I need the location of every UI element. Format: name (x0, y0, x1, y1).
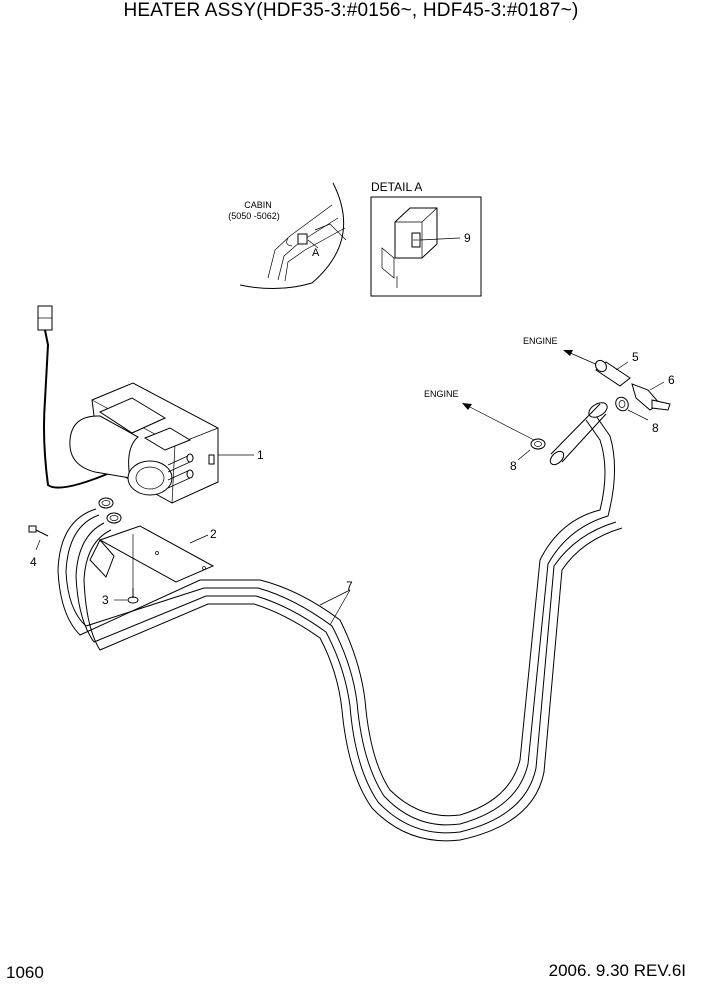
hose-inner (75, 521, 617, 834)
heater-pipe-stubs (167, 454, 191, 489)
heater-blower-left (69, 415, 139, 479)
callout-8-upper: 8 (652, 421, 659, 435)
cabin-frame-line (314, 223, 347, 241)
detail-pointer (307, 239, 319, 249)
cabin-frame-line (267, 204, 333, 279)
bolt-icon (28, 525, 37, 533)
heater-fan-cover (143, 427, 192, 451)
arrow-head-icon (462, 403, 472, 410)
callout-2: 2 (210, 527, 217, 541)
callout-7: 7 (346, 579, 353, 593)
bolt-3: 3 (102, 588, 139, 607)
detail-marker: A (312, 247, 320, 259)
leader-line-5 (615, 361, 629, 371)
engine-arrow (465, 404, 535, 441)
bracket-plate (98, 525, 215, 583)
engine-direction-lower: ENGINE 8 (424, 389, 546, 473)
detail-a-inset: DETAIL A 9 (370, 180, 482, 297)
valve-handle (651, 399, 671, 411)
hose-end (588, 402, 608, 418)
callout-5: 5 (632, 350, 639, 364)
leader-line-8 (627, 409, 649, 421)
hose-segment (550, 403, 607, 463)
wire-harness (37, 305, 113, 489)
switch-panel-edge (395, 207, 438, 258)
leader-line-2 (189, 534, 209, 544)
hose-inner (83, 527, 623, 842)
hose-clamps-heater (98, 497, 122, 524)
hose-clamp (98, 497, 114, 509)
page-number: 1060 (6, 963, 44, 982)
leader-line-4 (35, 539, 41, 551)
heater-fan-cover (98, 397, 167, 434)
leader-line-7 (319, 589, 351, 606)
page-title: HEATER ASSY(HDF35-3:#0156~, HDF45-3:#018… (123, 0, 579, 21)
cabin-range-label: (5050 -5062) (228, 211, 280, 221)
hose-outer (65, 415, 615, 826)
cabin-hook (286, 237, 293, 247)
detail-a-frame (370, 196, 482, 297)
callout-8-lower: 8 (510, 459, 517, 473)
leader-line-9 (419, 237, 461, 241)
cabin-frame-line (284, 227, 346, 282)
engine-label: ENGINE (523, 336, 558, 346)
heater-outlet (127, 460, 173, 496)
heater-unit: 1 (69, 382, 264, 504)
callout-6: 6 (668, 373, 675, 387)
cabin-inset: CABIN (5050 -5062) A (228, 182, 347, 290)
callout-1: 1 (257, 448, 264, 462)
heater-bracket: 2 (89, 525, 217, 588)
callout-4: 4 (30, 555, 37, 569)
hose-clamp (530, 438, 546, 450)
revision-date: 2006. 9.30 REV.6I (548, 961, 686, 980)
arrow-head-icon (563, 350, 573, 356)
cabin-frame-line (277, 217, 339, 281)
leader-line-6 (649, 381, 665, 391)
hose-clamp (106, 512, 122, 524)
cabin-inset-boundary (239, 182, 345, 290)
hose-clamp (615, 396, 629, 412)
callout-9: 9 (464, 231, 471, 245)
engine-label: ENGINE (424, 389, 459, 399)
engine-arrow (567, 351, 601, 367)
detail-a-label: DETAIL A (371, 180, 422, 194)
heater-wire (43, 329, 113, 489)
engine-direction-upper: ENGINE 5 6 8 (523, 336, 675, 435)
bolt-4: 4 (28, 525, 49, 569)
leader-line-8 (517, 449, 531, 461)
callout-3: 3 (102, 593, 109, 607)
switch-bracket (381, 247, 395, 279)
bracket-flange (89, 539, 115, 578)
hose-end (549, 450, 565, 466)
switch-location-icon (297, 233, 308, 245)
heater-hoses: 7 (57, 402, 623, 842)
cabin-label: CABIN (244, 200, 272, 210)
hose-outer (57, 419, 606, 817)
leader-line-7 (329, 589, 351, 626)
